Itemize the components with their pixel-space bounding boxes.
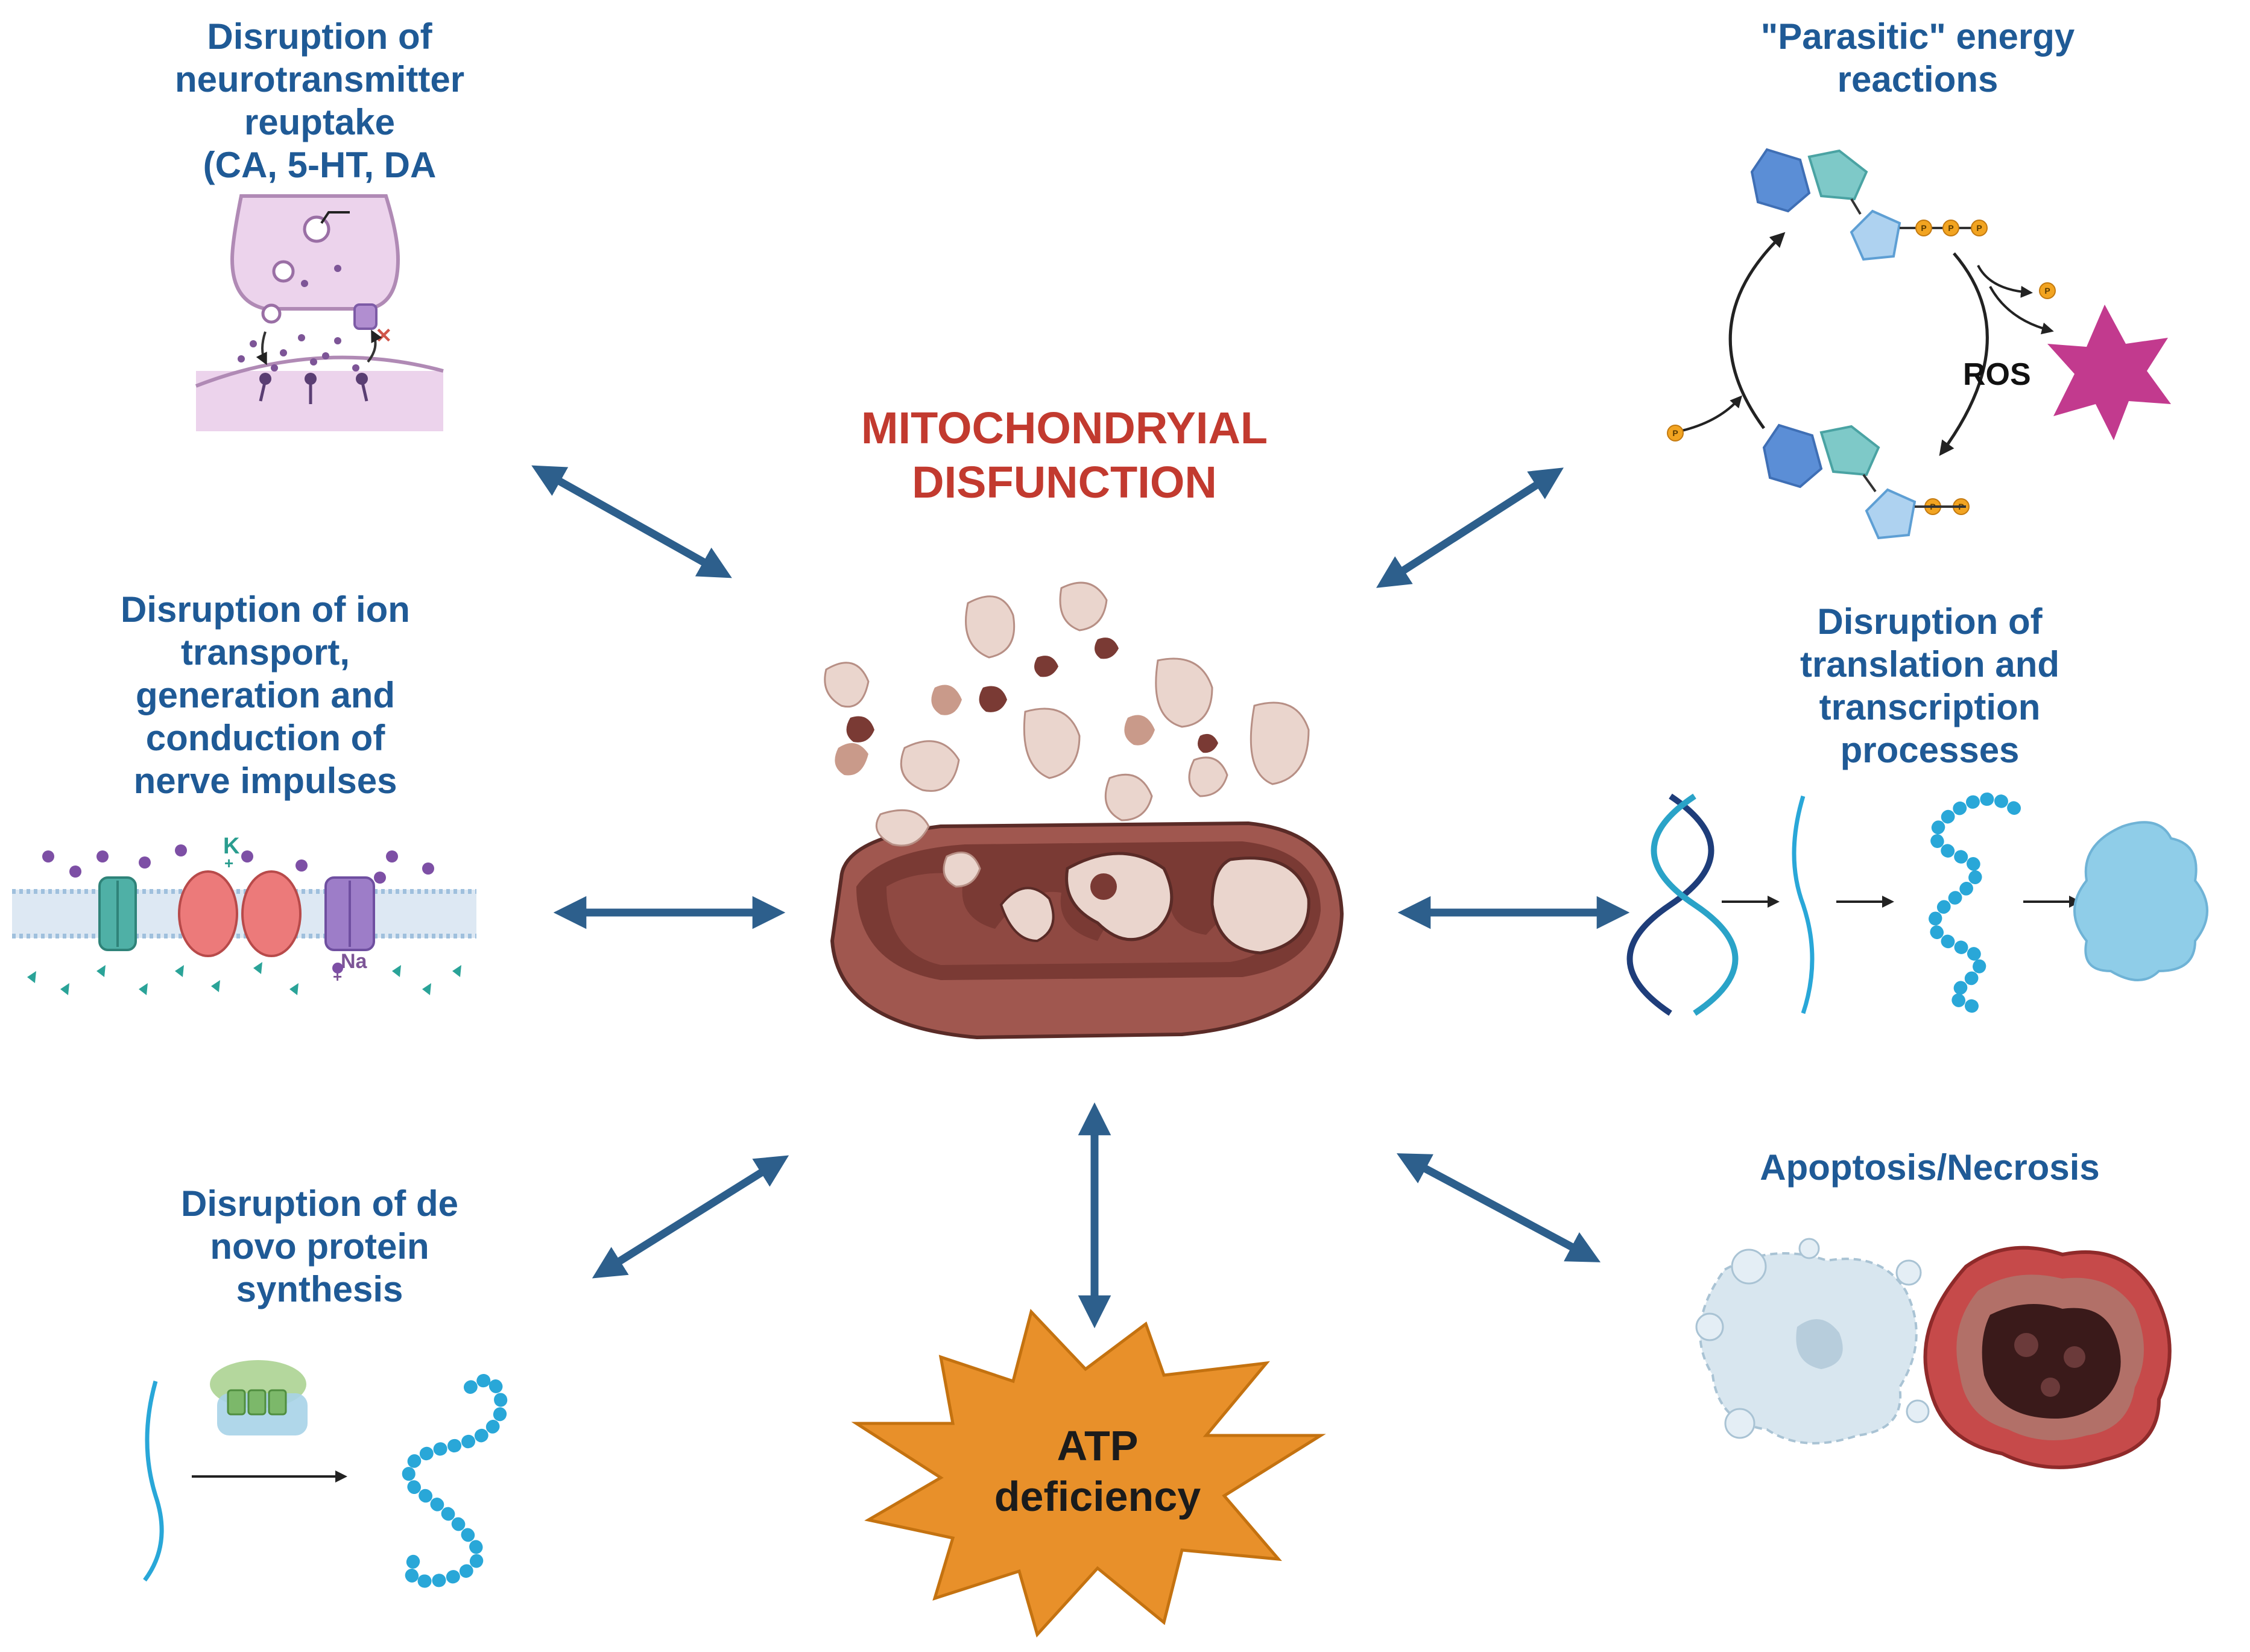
svg-text:✕: ✕	[375, 324, 393, 347]
label-translation: Disruption of translation and transcript…	[1731, 600, 2129, 771]
label-line: processes	[1840, 730, 2020, 770]
phosphate-label: P	[1948, 223, 1953, 233]
label-line: Disruption of ion	[121, 589, 410, 630]
label-line: (CA, 5-HT, DA	[203, 145, 437, 185]
arrow-to-parasitic	[1376, 467, 1564, 588]
label-line: Disruption of	[1817, 601, 2043, 642]
label-line: neurotransmitter	[174, 59, 465, 100]
label-line: synthesis	[236, 1269, 403, 1309]
atp-line-1: ATP	[1057, 1422, 1139, 1469]
label-line: Disruption of	[207, 16, 432, 57]
phosphate-label: P	[2044, 286, 2050, 296]
gene-expression-illustration	[1626, 793, 2208, 1016]
label-line: translation and	[1800, 644, 2060, 685]
apoptosis-illustration	[1695, 1238, 2172, 1469]
label-parasitic: "Parasitic" energy reactions	[1719, 15, 2117, 101]
label-line: conduction of	[145, 718, 385, 758]
atp-line-2: deficiency	[994, 1473, 1201, 1520]
label-neurotransmitter: Disruption of neurotransmitter reuptake …	[121, 15, 519, 186]
phosphate-label: P	[1921, 223, 1926, 233]
label-line: novo protein	[210, 1226, 429, 1267]
main-title: MITOCHONDRYIAL DISFUNCTION	[748, 401, 1381, 510]
arrow-to-apoptosis	[1396, 1153, 1601, 1262]
plus-sign: +	[224, 854, 233, 872]
potassium-label: K	[223, 834, 240, 859]
mitochondrion-illustration	[824, 581, 1344, 1040]
double-arrows	[531, 465, 1630, 1329]
phosphate-label: P	[1672, 428, 1678, 438]
label-line: Apoptosis/Necrosis	[1760, 1147, 2100, 1188]
label-line: reuptake	[244, 102, 396, 142]
atp-deficiency-label: ATP deficiency	[977, 1420, 1218, 1522]
membrane-illustration: K + Na +	[12, 834, 476, 995]
title-line-2: DISFUNCTION	[912, 457, 1217, 507]
title-line-1: MITOCHONDRYIAL	[861, 403, 1268, 453]
label-line: Disruption of de	[181, 1183, 458, 1224]
atp-burst-shape	[851, 1309, 1326, 1638]
label-line: reactions	[1837, 59, 1999, 100]
label-line: generation and	[135, 675, 396, 715]
ros-label: ROS	[1963, 357, 2031, 392]
arrow-to-protein	[592, 1155, 789, 1279]
arrow-to-neurotransmitter	[531, 465, 732, 578]
label-line: transcription	[1819, 687, 2041, 727]
ribosome-illustration	[143, 1360, 508, 1588]
label-apoptosis: Apoptosis/Necrosis	[1731, 1146, 2129, 1189]
label-line: nerve impulses	[133, 761, 397, 801]
phosphate-label: P	[1976, 223, 1982, 233]
label-line: transport,	[180, 632, 350, 673]
label-protein-synthesis: Disruption of de novo protein synthesis	[121, 1182, 519, 1311]
label-line: "Parasitic" energy	[1760, 16, 2075, 57]
label-ion-transport: Disruption of ion transport, generation …	[66, 588, 464, 802]
atp-cycle-illustration: P P P P P P P ROS	[1667, 148, 2171, 540]
sodium-label: Na	[341, 950, 368, 973]
synapse-illustration: ✕	[195, 194, 444, 431]
